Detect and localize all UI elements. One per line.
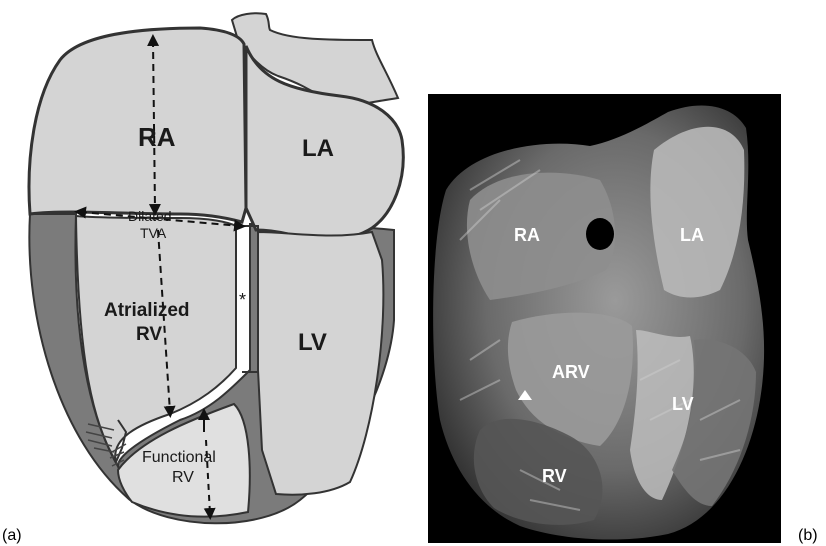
panel-letter-a: (a) (2, 527, 22, 544)
label-atrialized-rv: RV (136, 324, 162, 345)
label-functional: Functional (142, 449, 216, 466)
photo-label-ra: RA (514, 225, 540, 245)
panel-b-photo: RA LA ARV LV RV (428, 94, 781, 543)
label-ra: RA (138, 122, 176, 152)
label-atrialized: Atrialized (104, 300, 190, 321)
left-ventricle (258, 232, 383, 495)
photo-label-la: LA (680, 225, 704, 245)
label-dilated: Dilated (128, 208, 172, 224)
panel-letter-b: (b) (798, 527, 818, 544)
panel-a-diagram: RA LA LV Dilated TVA Atrialized RV * Fun… (29, 13, 403, 523)
label-asterisk: * (239, 290, 246, 310)
label-functional-rv: RV (172, 469, 194, 486)
label-tva: TVA (140, 225, 167, 241)
label-lv: LV (298, 329, 327, 356)
photo-label-arv: ARV (552, 362, 590, 382)
photo-label-lv: LV (672, 394, 694, 414)
photo-label-rv: RV (542, 466, 567, 486)
photo-coronary-sinus (586, 218, 614, 250)
label-la: LA (302, 135, 334, 162)
